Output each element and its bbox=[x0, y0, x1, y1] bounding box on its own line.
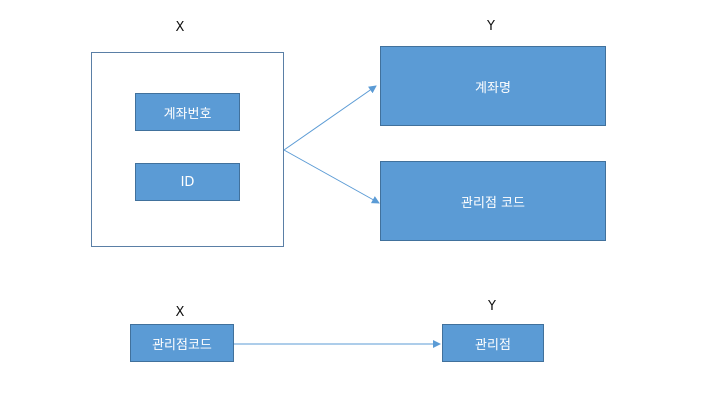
field-box-branch-code-bottom: 관리점코드 bbox=[130, 324, 234, 362]
top-y-label: Y bbox=[487, 19, 495, 34]
top-x-label: X bbox=[175, 20, 185, 35]
field-box-account-name: 계좌명 bbox=[380, 46, 606, 126]
bottom-x-label: X bbox=[175, 305, 185, 320]
arrow-to-account-name bbox=[283, 85, 377, 151]
bottom-y-label: Y bbox=[488, 299, 496, 314]
field-box-branch: 관리점 bbox=[442, 324, 544, 362]
determinant-group-box bbox=[91, 52, 284, 247]
arrow-to-branch-code bbox=[283, 149, 380, 204]
field-box-branch-code: 관리점 코드 bbox=[380, 161, 606, 241]
field-box-account-number: 계좌번호 bbox=[135, 93, 240, 131]
field-box-id: ID bbox=[135, 163, 240, 201]
